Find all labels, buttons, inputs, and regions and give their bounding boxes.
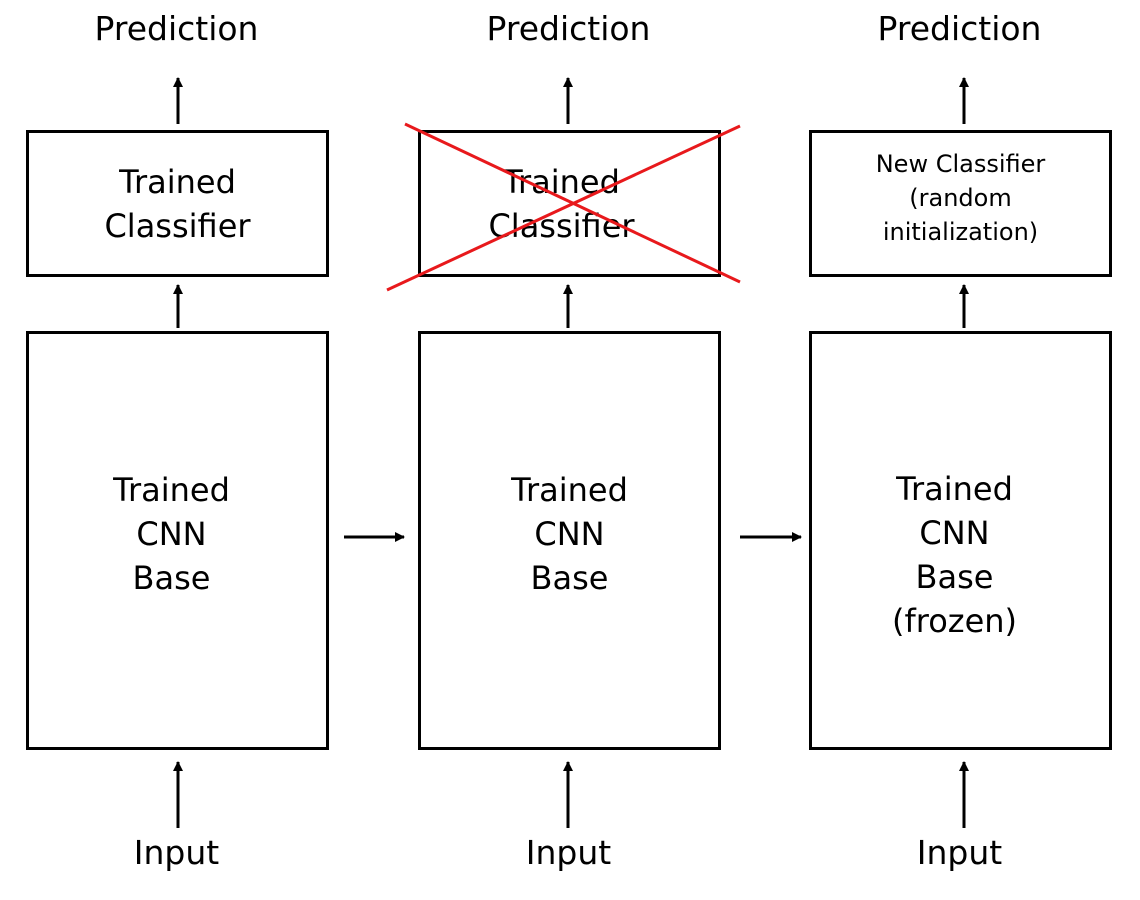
input-label-3: Input [916,833,1003,872]
prediction-label-3: Prediction [877,9,1042,48]
cnn-base-label-2: Trained CNN Base [511,470,628,597]
cnn-base-box-1: Trained CNN Base [26,331,329,750]
classifier-box-2: Trained Classifier [418,130,721,277]
input-label-1: Input [133,833,220,872]
prediction-label-2: Prediction [486,9,651,48]
classifier-box-1: Trained Classifier [26,130,329,277]
cnn-base-box-2: Trained CNN Base [418,331,721,750]
prediction-label-1: Prediction [94,9,259,48]
classifier-label-2: Trained Classifier [488,162,635,245]
cnn-base-box-3: Trained CNN Base (frozen) [809,331,1112,750]
input-label-2: Input [525,833,612,872]
cnn-base-label-3: Trained CNN Base (frozen) [891,469,1018,640]
removed-classifier-cross-icon [386,122,741,292]
classifier-box-3: New Classifier (random initialization) [809,130,1112,277]
classifier-label-1: Trained Classifier [104,162,251,245]
cnn-base-label-1: Trained CNN Base [113,470,230,597]
classifier-label-3: New Classifier (random initialization) [875,149,1046,246]
